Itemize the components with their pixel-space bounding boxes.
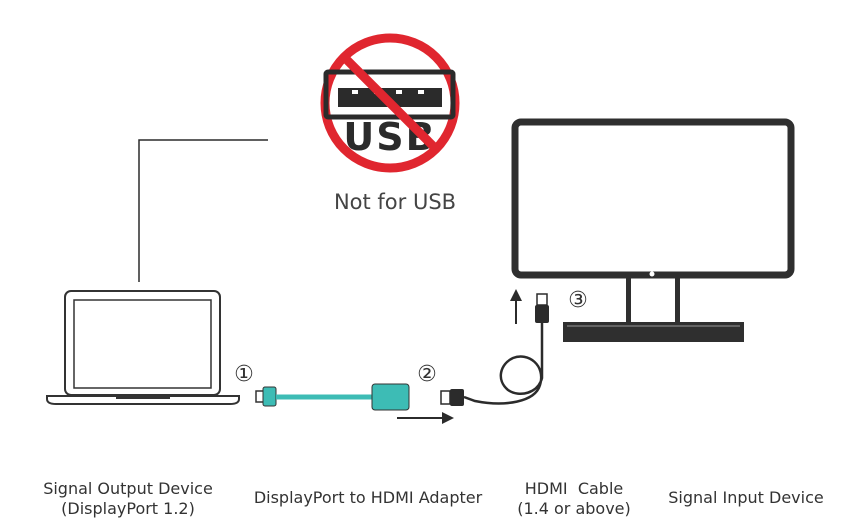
signal-output-subtitle: (DisplayPort 1.2) xyxy=(61,499,195,518)
monitor-icon xyxy=(511,118,795,342)
step-2-marker: ② xyxy=(417,362,437,387)
arrow-right-icon xyxy=(397,412,454,424)
adapter-title: DisplayPort to HDMI Adapter xyxy=(253,488,483,507)
not-for-usb-label: Not for USB xyxy=(333,190,457,214)
adapter-caption: DisplayPort to HDMI Adapter xyxy=(240,488,496,508)
arrow-up-icon xyxy=(510,289,522,324)
hdmi-cable-icon xyxy=(440,293,549,406)
signal-input-title: Signal Input Device xyxy=(668,488,824,507)
signal-output-title: Signal Output Device xyxy=(43,479,213,498)
hdmi-cable-title: HDMI Cable xyxy=(524,479,624,498)
laptop-icon xyxy=(46,290,240,405)
hdmi-cable-caption: HDMI Cable (1.4 or above) xyxy=(504,479,644,519)
hdmi-cable-subtitle: (1.4 or above) xyxy=(517,499,631,518)
step-3-marker: ③ xyxy=(568,288,588,313)
dp-hdmi-adapter-icon xyxy=(255,383,410,411)
usb-prohibited-icon: USB xyxy=(320,33,460,173)
signal-output-caption: Signal Output Device (DisplayPort 1.2) xyxy=(28,479,228,519)
step-1-marker: ① xyxy=(234,362,254,387)
leader-line xyxy=(138,139,268,282)
signal-input-caption: Signal Input Device xyxy=(656,488,836,508)
